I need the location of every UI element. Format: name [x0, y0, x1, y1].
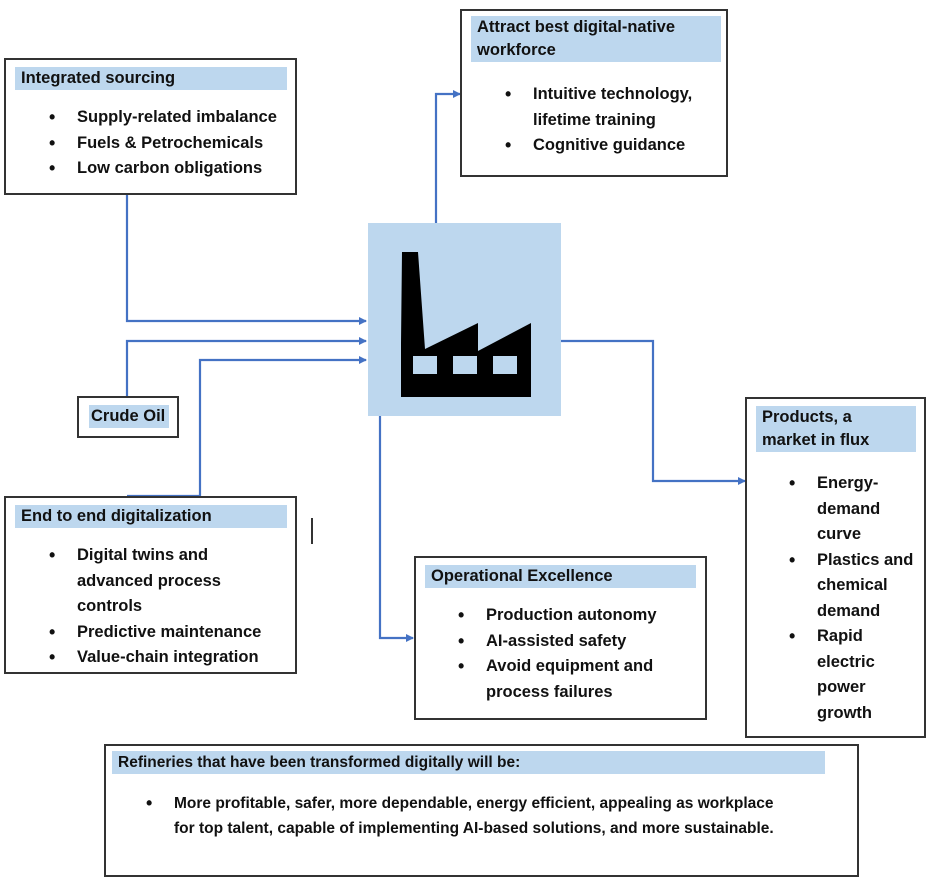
factory-node	[368, 223, 561, 416]
list-item: Intuitive technology, lifetime training	[503, 82, 723, 133]
list-item: Energy-demand curve	[787, 471, 897, 548]
list-item: Avoid equipment and process failures	[456, 654, 671, 705]
products-list: Energy-demand curve Plastics and chemica…	[787, 471, 925, 726]
list-item: Supply-related imbalance	[47, 105, 297, 131]
summary-list: More profitable, safer, more dependable,…	[144, 791, 784, 841]
arrow-factory-to-workforce	[434, 90, 461, 223]
arrow-crude-to-factory	[125, 337, 367, 397]
arrow-sourcing-to-factory	[125, 194, 367, 325]
sourcing-list: Supply-related imbalance Fuels & Petroch…	[47, 105, 297, 182]
arrow-factory-to-operational	[378, 416, 414, 642]
list-item: Plastics and chemical demand	[787, 548, 925, 625]
list-item: Production autonomy	[456, 603, 696, 629]
text-cursor	[311, 518, 313, 544]
list-item: Digital twins and advanced process contr…	[47, 543, 242, 620]
crude-oil-box: Crude Oil	[77, 396, 179, 438]
arrow-factory-to-products	[561, 339, 746, 485]
workforce-list: Intuitive technology, lifetime training …	[503, 82, 723, 159]
products-title: Products, a market in flux	[756, 406, 916, 452]
digitalization-title: End to end digitalization	[15, 505, 287, 528]
crude-oil-title: Crude Oil	[89, 405, 169, 428]
workforce-title: Attract best digital-native workforce	[471, 16, 721, 62]
list-item: Rapid electric power growth	[787, 624, 897, 726]
list-item: Low carbon obligations	[47, 156, 297, 182]
list-item: AI-assisted safety	[456, 629, 696, 655]
operational-box: Operational Excellence Production autono…	[414, 556, 707, 720]
summary-title: Refineries that have been transformed di…	[112, 751, 825, 774]
list-item: Value-chain integration	[47, 645, 287, 671]
sourcing-box: Integrated sourcing Supply-related imbal…	[4, 58, 297, 195]
operational-title: Operational Excellence	[425, 565, 696, 588]
products-box: Products, a market in flux Energy-demand…	[745, 397, 926, 738]
list-item: Cognitive guidance	[503, 133, 723, 159]
factory-icon	[401, 252, 531, 397]
sourcing-title: Integrated sourcing	[15, 67, 287, 90]
list-item: More profitable, safer, more dependable,…	[144, 791, 784, 841]
digitalization-list: Digital twins and advanced process contr…	[47, 543, 287, 671]
operational-list: Production autonomy AI-assisted safety A…	[456, 603, 696, 705]
digitalization-box: End to end digitalization Digital twins …	[4, 496, 297, 674]
list-item: Predictive maintenance	[47, 620, 287, 646]
list-item: Fuels & Petrochemicals	[47, 131, 297, 157]
workforce-box: Attract best digital-native workforce In…	[460, 9, 728, 177]
summary-box: Refineries that have been transformed di…	[104, 744, 859, 877]
